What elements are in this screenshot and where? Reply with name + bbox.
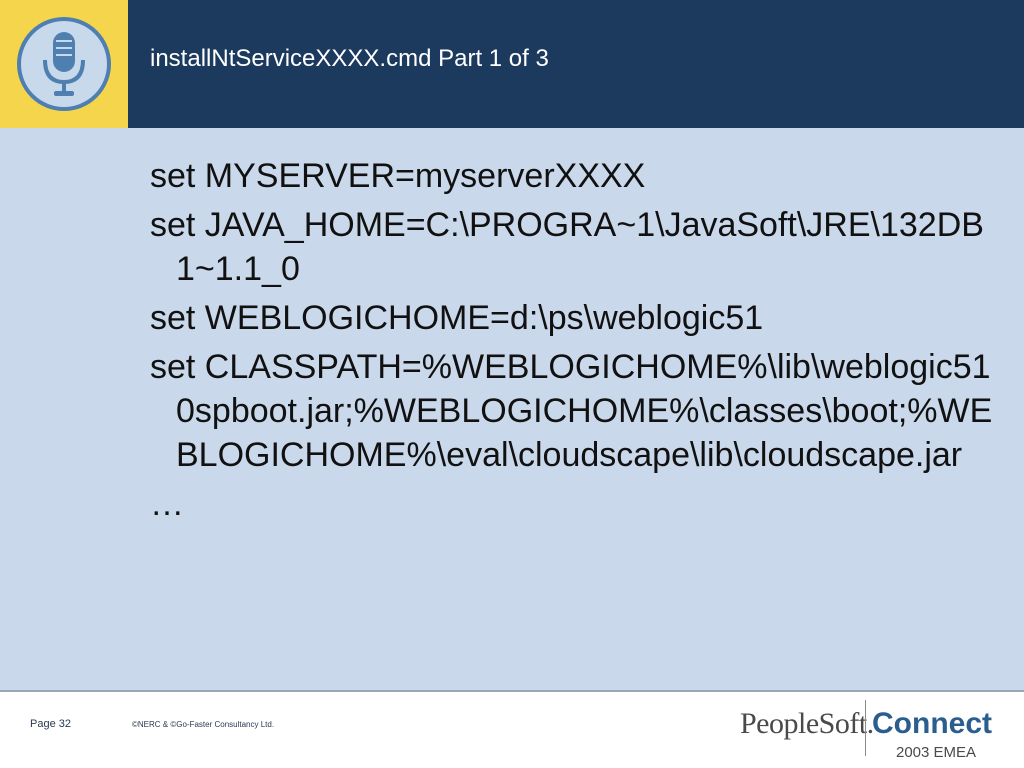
microphone-icon xyxy=(17,17,111,111)
bullet-item: set JAVA_HOME=C:\PROGRA~1\JavaSoft\JRE\1… xyxy=(150,206,984,288)
slide-content: set MYSERVER=myserverXXXX set JAVA_HOME=… xyxy=(0,128,1024,690)
logo-box xyxy=(0,0,128,128)
slide-footer: Page 32 ©NERC & ©Go-Faster Consultancy L… xyxy=(0,692,1024,768)
bullet-list: set MYSERVER=myserverXXXX set JAVA_HOME=… xyxy=(150,154,1000,531)
footer-divider xyxy=(0,690,1024,692)
slide-header: installNtServiceXXXX.cmd Part 1 of 3 xyxy=(0,0,1024,128)
page-number: Page 32 xyxy=(30,718,71,730)
bullet-item: set MYSERVER=myserverXXXX xyxy=(150,157,646,195)
bullet-item: set CLASSPATH=%WEBLOGICHOME%\lib\weblogi… xyxy=(150,348,993,474)
bullet-item: … xyxy=(150,485,184,523)
peoplesoft-connect-logo: PeopleSoft. Connect 2003 EMEA xyxy=(740,700,992,762)
bullet-item: set WEBLOGICHOME=d:\ps\weblogic51 xyxy=(150,299,764,337)
copyright-notice: ©NERC & ©Go-Faster Consultancy Ltd. xyxy=(132,720,275,729)
brand-peoplesoft: PeopleSoft. xyxy=(740,707,874,740)
brand-separator xyxy=(865,700,866,756)
brand-connect: Connect xyxy=(872,707,992,740)
slide-title: installNtServiceXXXX.cmd Part 1 of 3 xyxy=(150,45,549,72)
brand-subtitle: 2003 EMEA xyxy=(896,744,977,761)
